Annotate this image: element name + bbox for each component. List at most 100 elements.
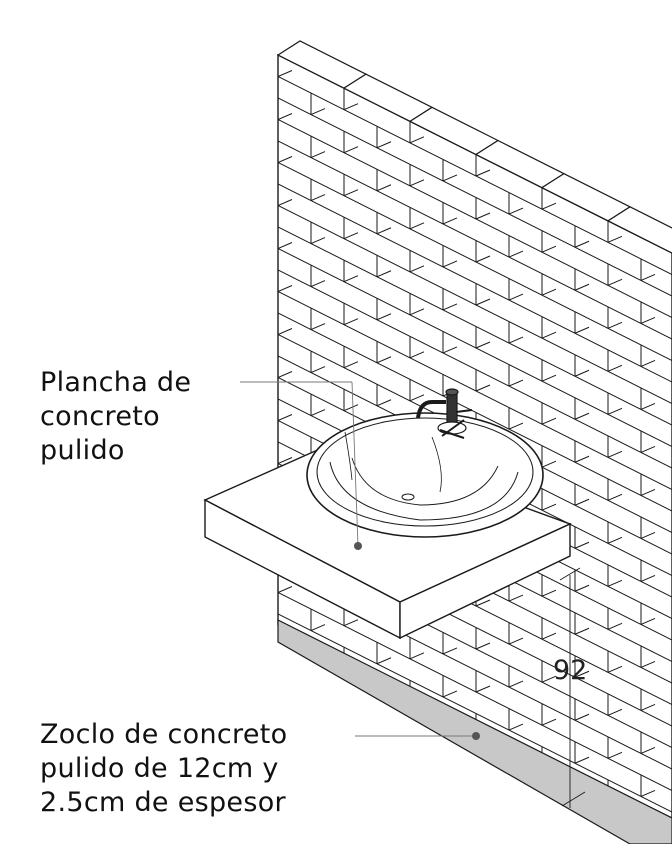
brick-bevel [343, 232, 359, 240]
brick-course-line [278, 119, 672, 318]
brick-bevel [442, 647, 458, 655]
brick-bevel [508, 594, 524, 602]
brick-bevel [409, 394, 425, 402]
plancha-label-line-2: concreto [40, 401, 160, 432]
brick-bevel [508, 637, 524, 645]
brick-bevel [541, 675, 557, 683]
brick-bevel [376, 141, 392, 149]
zoclo-label-line-2: pulido de 12cm y [40, 753, 279, 784]
brick-bevel [508, 379, 524, 387]
brick-bevel [574, 412, 590, 420]
faucet-icon [416, 388, 473, 439]
brick-bevel [508, 680, 524, 688]
brick-bevel [442, 346, 458, 354]
brick-bevel [343, 318, 359, 326]
brick-bevel [278, 285, 293, 292]
brick-course-line [278, 76, 672, 275]
brick-bevel [508, 207, 524, 215]
brick-bevel [310, 151, 326, 159]
concrete-slab [203, 439, 572, 640]
zoclo-label: Zoclo de concreto pulido de 12cm y 2.5cm… [40, 718, 287, 820]
brick-bevel [607, 493, 623, 501]
brick-bevel [607, 407, 623, 415]
brick-bevel [475, 642, 491, 650]
brick-bevel [310, 194, 326, 202]
brick-bevel [343, 404, 359, 412]
brick-bevel [409, 222, 425, 230]
brick-bevel [640, 359, 656, 367]
brick-bevel [278, 242, 293, 249]
baseboard-strip [277, 619, 672, 844]
brick-bevel [343, 361, 359, 369]
brick-bevel [640, 746, 656, 754]
brick-bevel [409, 308, 425, 316]
brick-bevel [541, 245, 557, 253]
brick-bevel [475, 298, 491, 306]
brick-bevel [607, 579, 623, 587]
brick-bevel [607, 450, 623, 458]
brick-bevel [640, 617, 656, 625]
brick-bevel [310, 323, 326, 331]
brick-bevel [376, 399, 392, 407]
brick-bevel [475, 341, 491, 349]
brick-bevel [278, 371, 293, 378]
brick-bevel [541, 460, 557, 468]
brick-bevel [508, 336, 524, 344]
brick-bevel [508, 422, 524, 430]
brick-bevel [640, 402, 656, 410]
brick-bevel [442, 690, 458, 698]
brick-bevel [640, 445, 656, 453]
brick-bevel [376, 270, 392, 278]
brick-bevel [574, 240, 590, 248]
brick-bevel [541, 417, 557, 425]
brick-bevel [343, 275, 359, 283]
brick-bevel [541, 288, 557, 296]
brick-bevel [475, 384, 491, 392]
brick-bevel [574, 326, 590, 334]
brick-bevel [541, 331, 557, 339]
brick-bevel [343, 189, 359, 197]
brick-bevel [310, 280, 326, 288]
brick-bevel [310, 366, 326, 374]
brick-bevel [343, 103, 359, 111]
brick-bevel [376, 657, 392, 665]
brick-bevel [442, 260, 458, 268]
brick-bevel [640, 273, 656, 281]
brick-bevel [278, 70, 293, 77]
brick-bevel [310, 624, 326, 632]
plancha-leader [240, 381, 362, 550]
brick-bevel [475, 255, 491, 263]
brick-bevel [409, 351, 425, 359]
brick-bevel [376, 313, 392, 321]
brick-bevel [541, 632, 557, 640]
brick-bevel [508, 723, 524, 731]
brick-bevel [376, 356, 392, 364]
brick-course-line [278, 269, 672, 469]
sink-basin-icon [306, 412, 544, 538]
plancha-label-line-1: Plancha de [40, 367, 192, 398]
brick-bevel [541, 202, 557, 210]
brick-bevel [574, 455, 590, 463]
brick-bevel [574, 584, 590, 592]
brick-bevel [607, 622, 623, 630]
brick-course-line [278, 592, 672, 791]
brick-bevel [310, 409, 326, 417]
brick-bevel [442, 303, 458, 311]
brick-bevel [475, 212, 491, 220]
brick-bevel [574, 713, 590, 721]
brick-bevel [409, 652, 425, 660]
brick-bevel [409, 136, 425, 144]
brick-bevel [278, 113, 293, 120]
brick-bevel [310, 237, 326, 245]
brick-bevel [607, 235, 623, 243]
brick-bevel [574, 670, 590, 678]
zoclo-leader [355, 732, 480, 740]
brick-course-line [278, 205, 672, 404]
brick-bevel [541, 589, 557, 597]
brick-bevel [607, 751, 623, 759]
brick-bevel [607, 708, 623, 716]
brick-course-line [278, 613, 672, 813]
brick-bevel [475, 599, 491, 607]
brick-bevel [574, 756, 590, 764]
